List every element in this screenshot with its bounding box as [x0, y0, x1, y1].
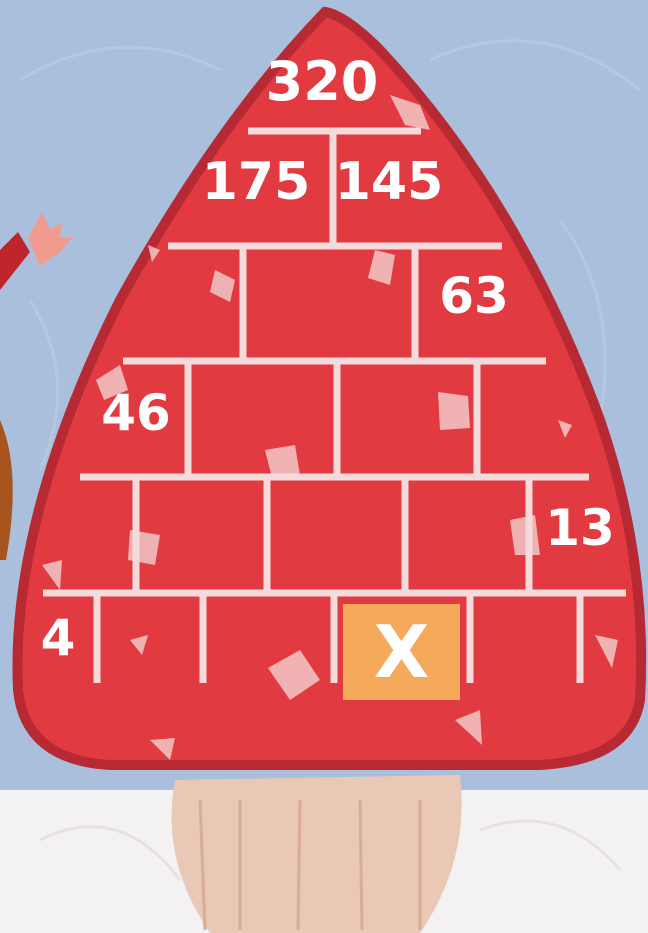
unknown-block[interactable]: X	[343, 604, 460, 700]
block-row6-left-value: 4	[41, 613, 76, 663]
block-row2-right-value: 145	[335, 156, 444, 208]
mushroom-stem	[172, 775, 462, 933]
block-row3-right-value: 63	[439, 271, 509, 321]
block-row2-left-value: 175	[202, 156, 311, 208]
block-top-value: 320	[266, 55, 379, 109]
block-row4-left-value: 46	[101, 388, 171, 438]
block-row5-right-value: 13	[545, 503, 615, 553]
unknown-label: X	[374, 610, 430, 694]
